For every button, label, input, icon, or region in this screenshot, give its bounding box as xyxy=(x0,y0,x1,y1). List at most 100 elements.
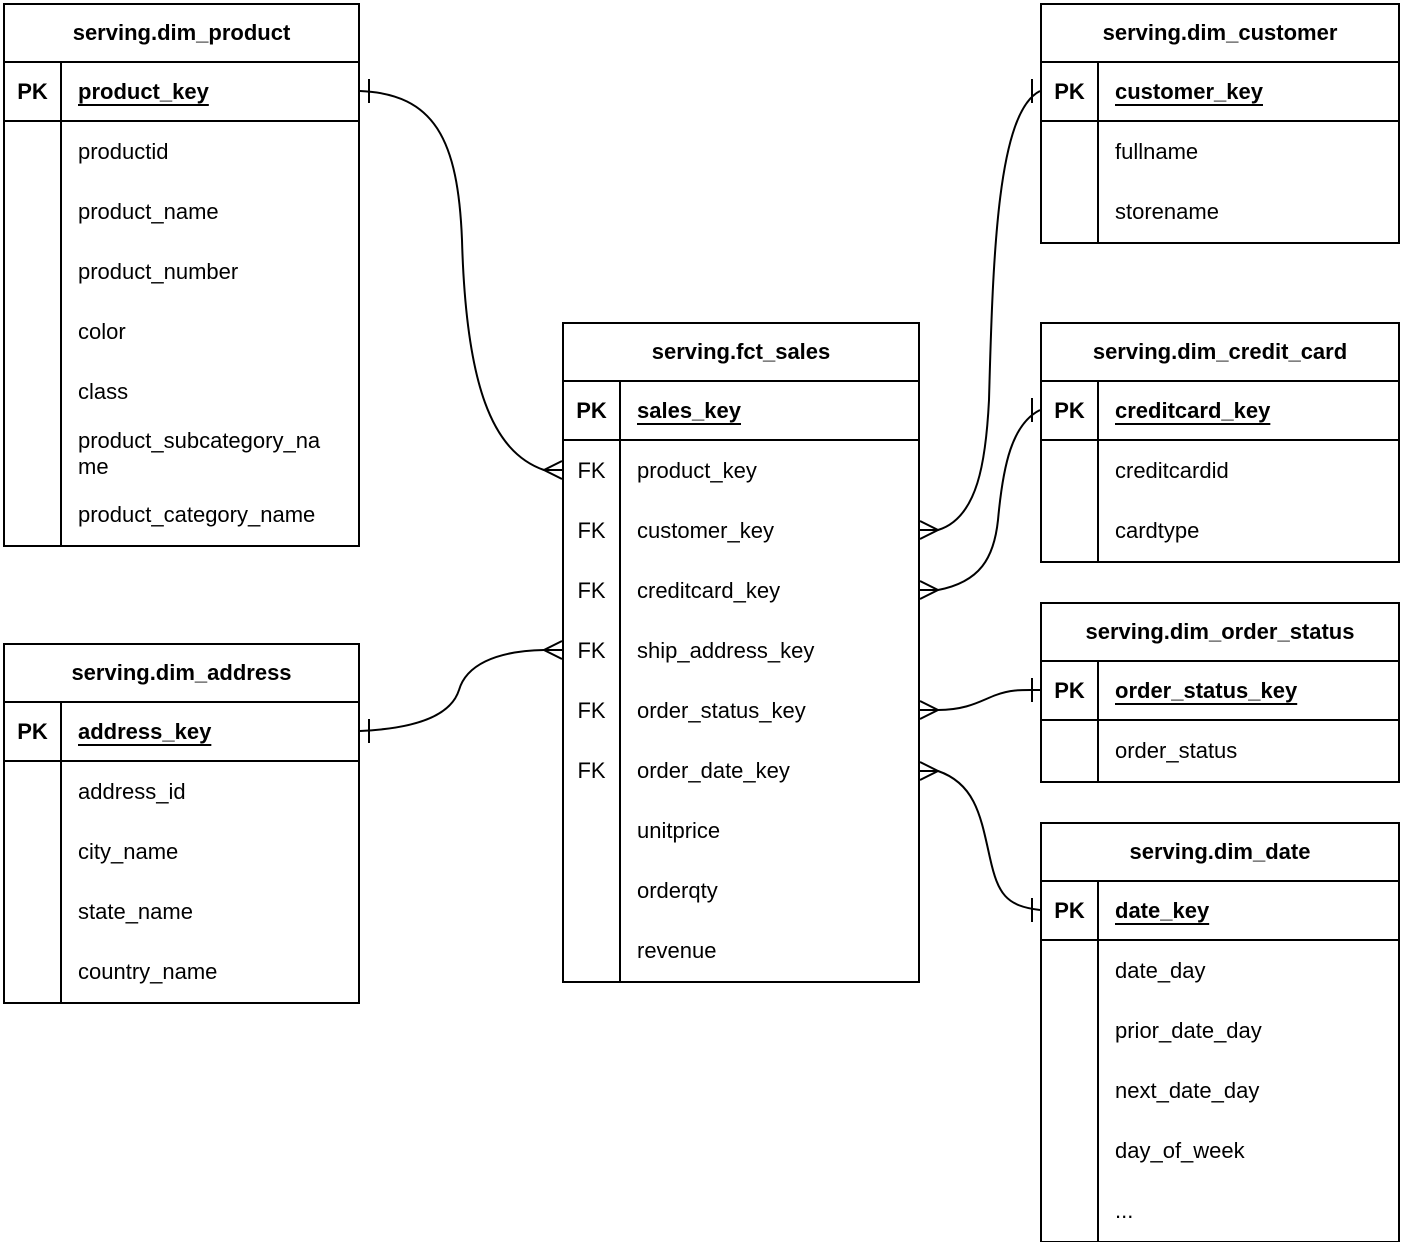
field-badge xyxy=(1042,941,1099,1001)
table-title: serving.fct_sales xyxy=(564,324,918,382)
pk-field-name: creditcard_key xyxy=(1115,397,1271,423)
field-row: next_date_day xyxy=(1042,1061,1398,1121)
field-row: FK creditcard_key xyxy=(564,561,918,621)
relationship-date-line xyxy=(937,770,1041,911)
field-name: order_date_key xyxy=(637,758,790,783)
field-name: product_subcategory_name xyxy=(78,427,321,479)
field-badge xyxy=(5,822,62,882)
pk-badge: PK xyxy=(5,703,62,760)
field-badge xyxy=(5,485,62,545)
pk-row: PK address_key xyxy=(5,703,358,762)
pk-row: PK order_status_key xyxy=(1042,662,1398,721)
field-row: ... xyxy=(1042,1181,1398,1241)
relationship-credit-card-line xyxy=(937,409,1041,591)
pk-badge: PK xyxy=(1042,662,1099,719)
field-name: prior_date_day xyxy=(1115,1018,1262,1043)
field-badge xyxy=(1042,1121,1099,1181)
fk-badge: FK xyxy=(564,501,621,561)
field-badge xyxy=(5,942,62,1002)
field-name: unitprice xyxy=(637,818,721,843)
pk-field-name: order_status_key xyxy=(1115,677,1298,703)
relationship-product xyxy=(359,79,563,480)
fk-badge: FK xyxy=(564,561,621,621)
pk-row: PK sales_key xyxy=(564,382,918,441)
field-badge xyxy=(1042,1001,1099,1061)
field-name: product_number xyxy=(78,259,239,284)
field-badge xyxy=(1042,1181,1099,1241)
field-badge xyxy=(1042,182,1099,242)
relationship-date xyxy=(919,761,1041,922)
field-row: color xyxy=(5,302,358,362)
field-name: next_date_day xyxy=(1115,1078,1260,1103)
fk-badge: FK xyxy=(564,621,621,681)
field-name: cardtype xyxy=(1115,518,1200,543)
relationship-order-status-line xyxy=(937,688,1041,711)
field-name: color xyxy=(78,319,126,344)
field-name: product_key xyxy=(637,458,757,483)
field-badge xyxy=(5,362,62,422)
field-row: storename xyxy=(1042,182,1398,242)
pk-field-name: date_key xyxy=(1115,897,1210,923)
field-row: class xyxy=(5,362,358,422)
entity-dim-customer: serving.dim_customer PK customer_key ful… xyxy=(1040,3,1400,244)
field-row: state_name xyxy=(5,882,358,942)
field-name: product_category_name xyxy=(78,502,316,527)
field-row: creditcardid xyxy=(1042,441,1398,501)
field-name: fullname xyxy=(1115,139,1199,164)
crow-foot-order-status xyxy=(919,700,941,720)
field-badge xyxy=(1042,1061,1099,1121)
field-name: country_name xyxy=(78,959,218,984)
field-row: product_subcategory_name xyxy=(5,422,358,485)
field-row: prior_date_day xyxy=(1042,1001,1398,1061)
pk-field-name: sales_key xyxy=(637,397,741,423)
field-badge xyxy=(1042,721,1099,781)
field-name: orderqty xyxy=(637,878,718,903)
field-badge xyxy=(5,242,62,302)
fk-badge: FK xyxy=(564,441,621,501)
pk-row: PK product_key xyxy=(5,63,358,122)
field-name: city_name xyxy=(78,839,179,864)
field-name: ... xyxy=(1115,1198,1134,1223)
field-badge xyxy=(564,921,621,981)
field-row: fullname xyxy=(1042,122,1398,182)
pk-field-name: product_key xyxy=(78,78,209,104)
pk-badge: PK xyxy=(1042,63,1099,120)
field-name: product_name xyxy=(78,199,219,224)
relationship-customer-line xyxy=(937,90,1041,531)
field-row: product_number xyxy=(5,242,358,302)
field-row: address_id xyxy=(5,762,358,822)
field-row: cardtype xyxy=(1042,501,1398,561)
field-name: order_status_key xyxy=(637,698,806,723)
table-title: serving.dim_product xyxy=(5,5,358,63)
field-name: storename xyxy=(1115,199,1219,224)
entity-dim-date: serving.dim_date PK date_key date_day pr… xyxy=(1040,822,1400,1242)
entity-dim-credit-card: serving.dim_credit_card PK creditcard_ke… xyxy=(1040,322,1400,563)
field-row: order_status xyxy=(1042,721,1398,781)
field-row: FK order_status_key xyxy=(564,681,918,741)
field-row: country_name xyxy=(5,942,358,1002)
field-badge xyxy=(5,182,62,242)
field-row: FK product_key xyxy=(564,441,918,501)
entity-dim-order-status: serving.dim_order_status PK order_status… xyxy=(1040,602,1400,783)
field-name: customer_key xyxy=(637,518,774,543)
relationship-order-status xyxy=(919,678,1041,720)
field-badge xyxy=(5,302,62,362)
entity-dim-address: serving.dim_address PK address_key addre… xyxy=(3,643,360,1004)
field-name: date_day xyxy=(1115,958,1206,983)
pk-badge: PK xyxy=(1042,882,1099,939)
fk-badge: FK xyxy=(564,681,621,741)
field-badge xyxy=(5,762,62,822)
field-name: creditcard_key xyxy=(637,578,781,603)
table-title: serving.dim_date xyxy=(1042,824,1398,882)
field-name: ship_address_key xyxy=(637,638,815,663)
field-name: day_of_week xyxy=(1115,1138,1245,1163)
field-row: FK ship_address_key xyxy=(564,621,918,681)
fk-badge: FK xyxy=(564,741,621,801)
field-row: productid xyxy=(5,122,358,182)
crow-foot-credit-card xyxy=(919,580,941,600)
field-row: orderqty xyxy=(564,861,918,921)
field-name: state_name xyxy=(78,899,193,924)
pk-badge: PK xyxy=(564,382,621,439)
field-badge xyxy=(1042,441,1099,501)
table-title: serving.dim_order_status xyxy=(1042,604,1398,662)
